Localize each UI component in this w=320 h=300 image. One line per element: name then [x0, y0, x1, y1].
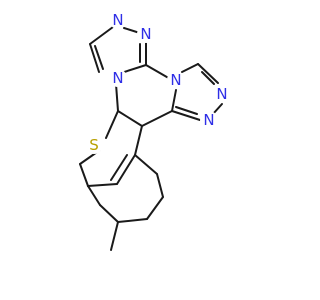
atom-background	[200, 111, 218, 129]
bond	[181, 63, 199, 73]
bond	[99, 204, 119, 223]
bond	[116, 154, 136, 185]
atom-background	[109, 11, 127, 29]
bond	[134, 125, 143, 156]
atom-n-right-2: N	[203, 111, 214, 129]
bond	[171, 89, 177, 112]
atom-sulfur: S	[89, 136, 99, 154]
bond	[79, 163, 89, 187]
bond	[134, 154, 158, 175]
atom-labels: N N N N N N S	[85, 11, 231, 154]
atom-background	[109, 69, 127, 87]
bond	[156, 173, 164, 198]
atom-background	[213, 85, 231, 103]
bond	[89, 26, 114, 45]
molecule-structure-canvas: N N N N N N S	[79, 11, 231, 251]
bond	[87, 185, 101, 206]
molecule-structure-svg: N N N N N N S	[79, 11, 231, 251]
bond	[146, 196, 164, 220]
bond	[94, 45, 104, 70]
bond	[212, 103, 223, 115]
atom-n-top-left-1: N	[112, 11, 123, 29]
bond	[110, 154, 128, 181]
atom-n-top-left-2: N	[140, 25, 151, 43]
atom-n-right-1: N	[216, 85, 227, 103]
bond	[87, 183, 118, 187]
atom-background	[167, 71, 185, 89]
cyclohexane-ring	[87, 154, 164, 251]
atom-background	[137, 25, 155, 43]
bond	[115, 83, 119, 112]
methyl-bond	[110, 221, 119, 251]
bond	[117, 110, 143, 127]
thiophene-ring	[79, 110, 143, 187]
bond	[89, 43, 100, 73]
bond	[175, 106, 198, 115]
bond	[117, 218, 148, 223]
atom-n-ring-junction-right: N	[170, 71, 181, 89]
bond	[171, 110, 201, 121]
bond	[141, 110, 173, 127]
bond	[105, 110, 119, 139]
bond	[201, 71, 215, 85]
triazole-ring-right	[171, 63, 223, 121]
atom-n-ring-junction-left: N	[112, 69, 123, 87]
bond	[197, 63, 219, 84]
atom-background	[85, 136, 103, 154]
